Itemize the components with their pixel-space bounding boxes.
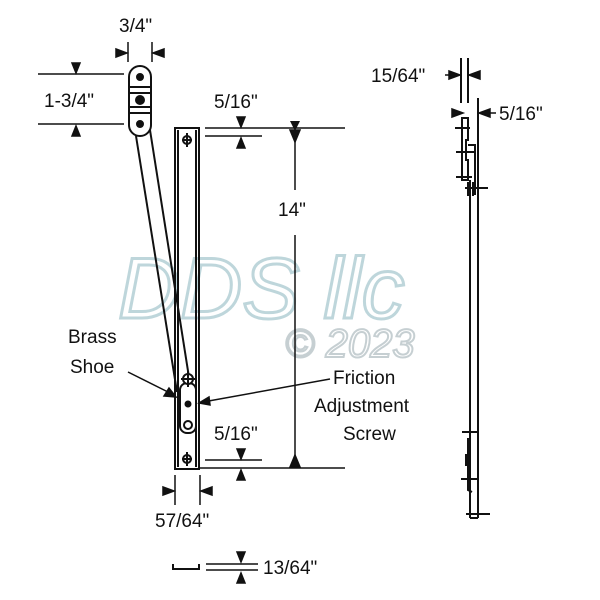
callout-brass-shoe xyxy=(127,371,178,398)
label-brass: Brass xyxy=(68,327,117,348)
label-arm-hole-span: 1-3/4" xyxy=(44,91,94,112)
label-arm-width: 3/4" xyxy=(119,16,152,37)
label-track-length: 14" xyxy=(278,200,306,221)
callout-friction-screw xyxy=(196,378,331,406)
label-track-thickness: 13/64" xyxy=(263,558,317,579)
label-bottom-offset: 5/16" xyxy=(214,424,258,445)
dim-track-width xyxy=(162,475,213,505)
dim-top-offset xyxy=(205,116,345,149)
label-side-thickness-top: 15/64" xyxy=(371,66,425,87)
track-side-view xyxy=(455,58,490,519)
label-side-thickness-bottom: 5/16" xyxy=(499,104,543,125)
label-shoe: Shoe xyxy=(70,357,114,378)
label-top-offset: 5/16" xyxy=(214,92,258,113)
dim-track-thickness xyxy=(172,551,258,584)
label-friction: Friction xyxy=(333,368,395,389)
dim-side-thickness-top xyxy=(445,69,481,81)
track-front-view xyxy=(174,127,200,470)
dim-track-length xyxy=(288,121,302,468)
label-track-width: 57/64" xyxy=(155,511,209,532)
dim-side-thickness-bottom xyxy=(451,107,496,119)
dim-bottom-offset xyxy=(200,448,345,481)
operator-arm xyxy=(128,65,192,393)
dim-arm-width xyxy=(115,42,165,62)
watermark-copyright: © 2023 xyxy=(285,322,415,366)
dim-arm-hole-span xyxy=(38,62,124,137)
label-screw: Screw xyxy=(343,424,396,445)
label-adjustment: Adjustment xyxy=(314,396,410,417)
